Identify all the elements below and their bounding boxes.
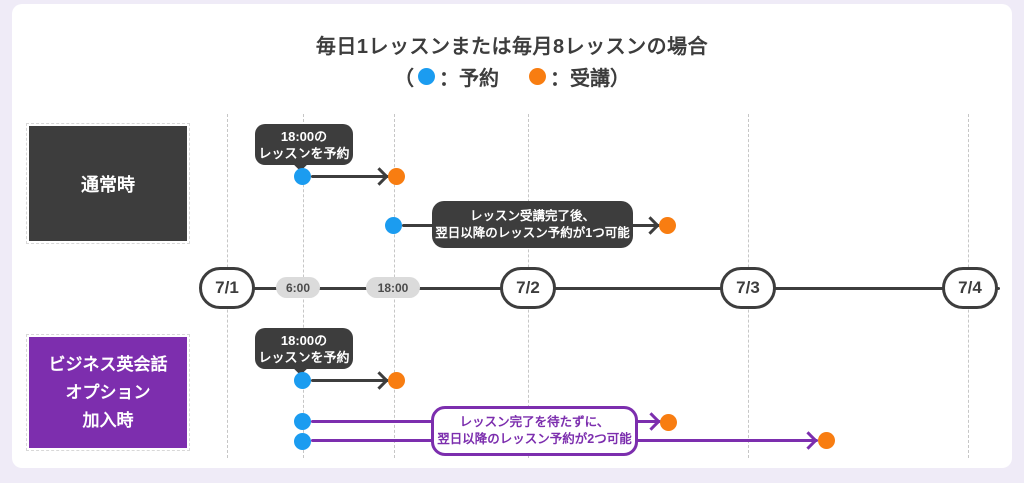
reserve-dot — [294, 168, 311, 185]
callout-after-lesson: レッスン受講完了後、 翌日以降のレッスン予約が1つ可能 — [432, 201, 633, 248]
attend-dot — [388, 168, 405, 185]
time-pill-1800: 18:00 — [366, 277, 420, 298]
legend-reserve-label: ：予約 — [439, 67, 499, 90]
attend-dot — [818, 432, 835, 449]
normal-label-box: 通常時 — [26, 123, 190, 244]
reserve-dot — [294, 413, 311, 430]
arrow-line-bottom1 — [311, 379, 389, 382]
legend: （ ：予約 ：受講） — [0, 62, 1024, 90]
attend-dot — [660, 414, 677, 431]
timeline-axis — [202, 287, 1000, 290]
callout-reserve-bottom: 18:00の レッスンを予約 — [255, 328, 353, 369]
business-option-label-box: ビジネス英会話 オプション 加入時 — [26, 334, 190, 451]
callout-reserve-bottom-line1: 18:00の — [280, 332, 328, 348]
callout-no-wait-line2: 翌日以降のレッスン予約が2つ可能 — [437, 432, 632, 446]
normal-label: 通常時 — [81, 174, 135, 195]
attend-dot-icon — [529, 67, 546, 85]
callout-no-wait-line1: レッスン完了を待たずに、 — [459, 415, 610, 429]
date-circle-7-4: 7/4 — [942, 267, 998, 309]
attend-dot — [388, 372, 405, 389]
reserve-dot — [294, 433, 311, 450]
callout-reserve-top-line2: レッスンを予約 — [258, 145, 350, 161]
date-circle-7-1: 7/1 — [199, 267, 255, 309]
business-label-line3: 加入時 — [82, 410, 134, 430]
callout-reserve-top-line1: 18:00の — [280, 128, 328, 144]
diagram-title: 毎日1レッスンまたは毎月8レッスンの場合 — [315, 36, 709, 58]
callout-reserve-top: 18:00の レッスンを予約 — [255, 124, 353, 165]
arrow-line-top1 — [311, 175, 389, 178]
time-pill-600: 6:00 — [276, 277, 320, 298]
callout-after-lesson-line1: レッスン受講完了後、 — [469, 208, 595, 223]
legend-open-paren: （ — [394, 67, 414, 90]
date-circle-7-2: 7/2 — [500, 267, 556, 309]
attend-dot — [659, 217, 676, 234]
callout-no-wait: レッスン完了を待たずに、 翌日以降のレッスン予約が2つ可能 — [431, 406, 638, 456]
reserve-dot — [294, 372, 311, 389]
business-label-line2: オプション — [65, 382, 151, 402]
legend-attend-label: ：受講） — [550, 67, 630, 90]
callout-reserve-bottom-line2: レッスンを予約 — [258, 349, 350, 365]
date-circle-7-3: 7/3 — [720, 267, 776, 309]
business-label-line1: ビジネス英会話 — [48, 354, 168, 374]
callout-after-lesson-line2: 翌日以降のレッスン予約が1つ可能 — [435, 225, 630, 240]
reserve-dot — [385, 217, 402, 234]
reserve-dot-icon — [418, 67, 435, 85]
